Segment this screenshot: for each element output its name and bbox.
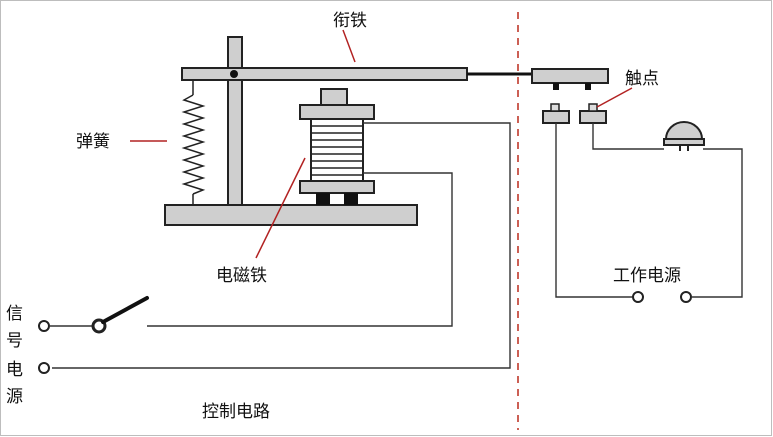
label-work-power: 工作电源 (613, 266, 681, 286)
label-signal-char-4: 源 (6, 387, 23, 407)
switch-blade (101, 296, 149, 324)
work-terminal-right (680, 291, 692, 303)
label-control-circuit: 控制电路 (202, 402, 270, 422)
work-wire-left (555, 123, 632, 298)
moving-contact (531, 68, 609, 84)
bell-icon (663, 121, 705, 151)
core-foot-right (344, 193, 358, 205)
pivot-dot (230, 70, 238, 78)
label-armature: 衔铁 (333, 11, 367, 31)
fixed-contact-right (579, 110, 607, 124)
work-wire-right (691, 148, 743, 298)
coil-wire-bottom (147, 172, 453, 327)
coil-body (310, 118, 364, 182)
label-signal-char-2: 号 (6, 331, 23, 351)
spring-coil (181, 94, 206, 195)
fixed-contact-right-stud (588, 103, 598, 112)
leader-contacts (596, 87, 633, 108)
signal-terminal-bottom (38, 362, 50, 374)
label-contacts: 触点 (625, 69, 659, 89)
bell-wire (592, 123, 664, 150)
support-post (227, 36, 243, 206)
signal-terminal-top (38, 320, 50, 332)
base-plate (164, 204, 418, 226)
core-foot-left (316, 193, 330, 205)
label-spring: 弹簧 (76, 132, 110, 152)
work-terminal-left (632, 291, 644, 303)
fixed-contact-left (542, 110, 570, 124)
core-top-cap (320, 88, 348, 106)
core-top-flange (299, 104, 375, 120)
fixed-contact-left-stud (550, 103, 560, 112)
label-electromagnet: 电磁铁 (216, 266, 267, 286)
coil-windings (311, 125, 363, 176)
label-signal-char-1: 信 (6, 304, 23, 324)
coil-wire-top (52, 122, 511, 369)
core-bottom-flange (299, 180, 375, 194)
label-signal-char-3: 电 (6, 360, 23, 380)
contact-tip-left (553, 83, 559, 90)
leader-electromagnet (255, 157, 306, 259)
armature-bar (181, 67, 468, 81)
leader-armature (342, 29, 356, 63)
contact-tip-right (585, 83, 591, 90)
